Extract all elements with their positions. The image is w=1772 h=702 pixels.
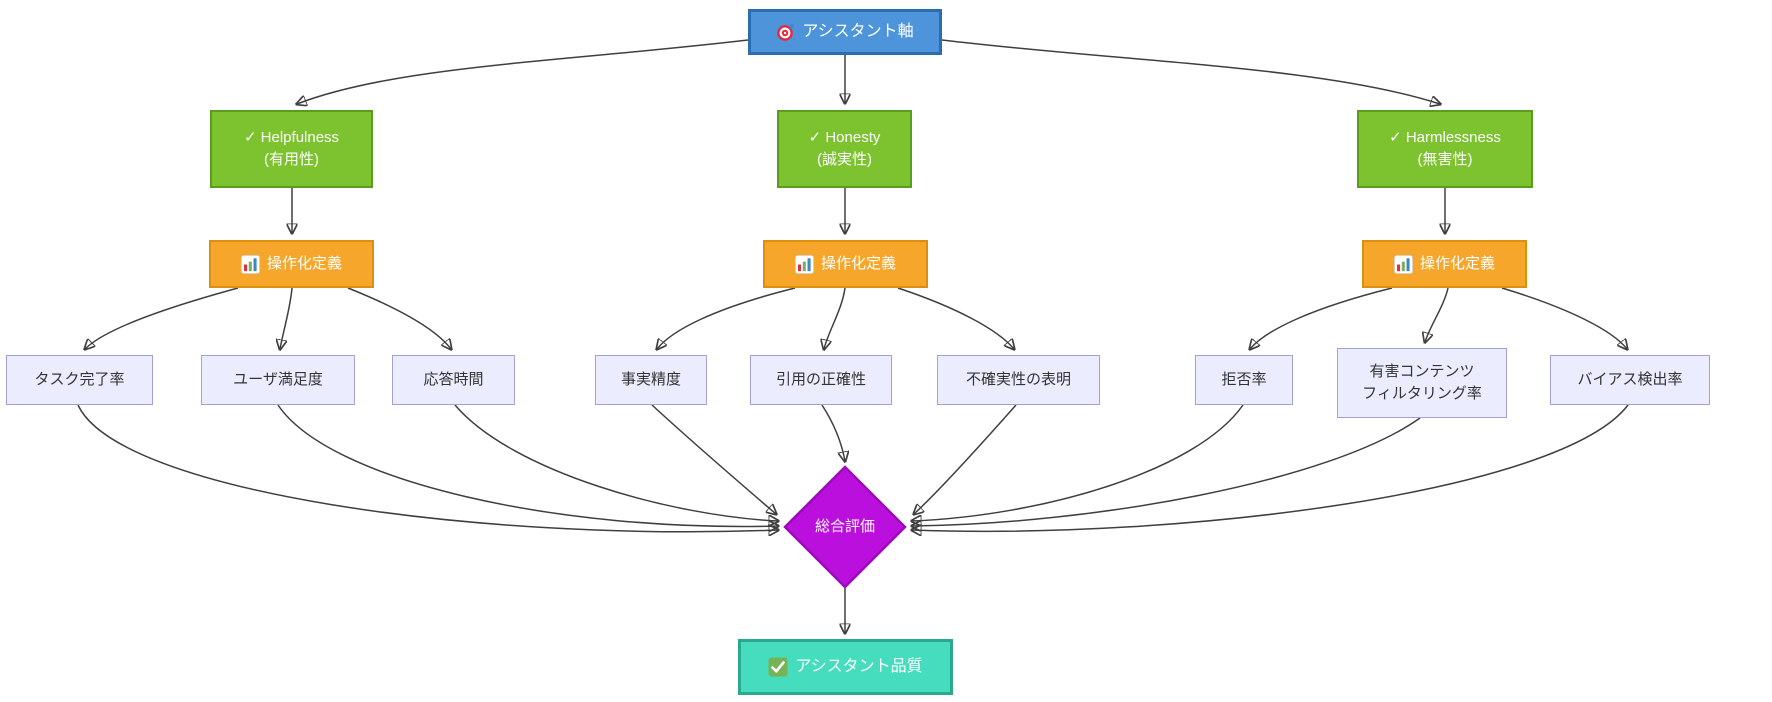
node-operational-definition-1: 操作化定義: [209, 240, 374, 288]
target-icon: [776, 23, 795, 42]
metric-label: 不確実性の表明: [965, 371, 1071, 388]
node-operational-definition-2: 操作化定義: [763, 240, 928, 288]
axis-label-line1: ✓ Helpfulness: [243, 129, 340, 146]
op-label: 操作化定義: [820, 255, 896, 272]
edge-op1-metric1: [85, 287, 239, 349]
node-harmful-content-filtering-rate: 有害コンテンツ フィルタリング率: [1337, 348, 1507, 418]
edge-metric4-decision: [651, 404, 776, 514]
edge-root-helpfulness: [297, 39, 749, 104]
edge-metric1-decision: [77, 404, 778, 532]
metric-label: 事実精度: [620, 371, 681, 388]
decision-label: 総合評価: [814, 518, 875, 535]
edge-metric6-decision: [914, 404, 1017, 514]
node-user-satisfaction: ユーザ満足度: [201, 355, 355, 405]
edge-root-harmlessness: [941, 39, 1440, 104]
op-label: 操作化定義: [266, 255, 342, 272]
node-helpfulness: ✓ Helpfulness (有用性): [210, 110, 373, 188]
edge-metric2-decision: [277, 404, 778, 526]
edge-op1-metric2: [280, 287, 293, 349]
metric-label: バイアス検出率: [1577, 371, 1683, 388]
node-overall-evaluation: 総合評価: [783, 465, 907, 589]
edge-op3-metric8: [1425, 287, 1449, 342]
metric-label: 応答時間: [423, 371, 484, 388]
bar-chart-icon: [795, 254, 814, 274]
node-citation-correctness: 引用の正確性: [750, 355, 892, 405]
bar-chart-icon: [241, 254, 260, 274]
node-assistant-quality: アシスタント品質: [738, 639, 953, 695]
metric-label: 引用の正確性: [775, 371, 866, 388]
axis-label-line2: (無害性): [1417, 151, 1473, 168]
metric-label: タスク完了率: [34, 371, 125, 388]
bar-chart-icon: [1394, 254, 1413, 274]
edge-metric5-decision: [821, 404, 845, 461]
axis-label-line2: (有用性): [264, 151, 319, 168]
edge-op2-metric5: [824, 287, 846, 349]
axis-label-line1: ✓ Harmlessness: [1389, 129, 1501, 146]
root-label: アシスタント軸: [802, 23, 914, 40]
node-refusal-rate: 拒否率: [1195, 355, 1293, 405]
result-label: アシスタント品質: [795, 658, 923, 675]
check-icon: [768, 657, 788, 677]
node-uncertainty-expression: 不確実性の表明: [937, 355, 1100, 405]
edge-op2-metric6: [897, 287, 1014, 349]
metric-label: ユーザ満足度: [233, 371, 323, 388]
node-assistant-axes: アシスタント軸: [748, 9, 942, 55]
edge-metric8-decision: [912, 417, 1421, 526]
node-harmlessness: ✓ Harmlessness (無害性): [1357, 110, 1533, 188]
node-operational-definition-3: 操作化定義: [1362, 240, 1527, 288]
edge-metric9-decision: [912, 404, 1629, 531]
edge-op3-metric9: [1501, 287, 1627, 349]
node-task-completion-rate: タスク完了率: [6, 355, 153, 405]
node-response-time: 応答時間: [392, 355, 515, 405]
edge-op1-metric3: [347, 287, 451, 349]
edge-metric3-decision: [454, 404, 778, 521]
node-bias-detection-rate: バイアス検出率: [1550, 355, 1710, 405]
axis-label-line2: (誠実性): [817, 151, 872, 168]
metric-label: 拒否率: [1221, 371, 1267, 388]
edge-op3-metric7: [1250, 287, 1393, 349]
node-honesty: ✓ Honesty (誠実性): [777, 110, 912, 188]
node-factual-accuracy: 事実精度: [595, 355, 707, 405]
op-label: 操作化定義: [1419, 255, 1495, 272]
metric-label: 有害コンテンツ フィルタリング率: [1362, 363, 1482, 402]
edge-metric7-decision: [912, 404, 1244, 521]
axis-label-line1: ✓ Honesty: [808, 129, 881, 146]
edge-op2-metric4: [657, 287, 796, 349]
diamond-shape: [783, 465, 907, 589]
